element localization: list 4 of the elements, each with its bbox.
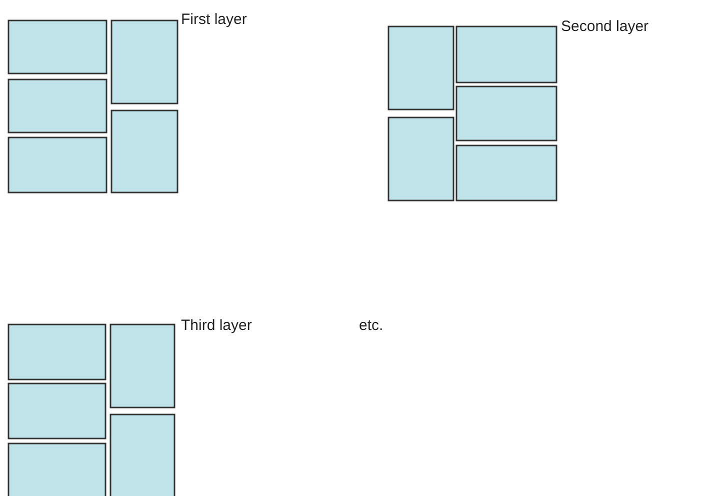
layer-label: First layer — [181, 11, 247, 29]
layer-label: etc. — [359, 317, 384, 335]
layer-label: Second layer — [561, 18, 649, 36]
layer-label: Third layer — [181, 317, 252, 335]
